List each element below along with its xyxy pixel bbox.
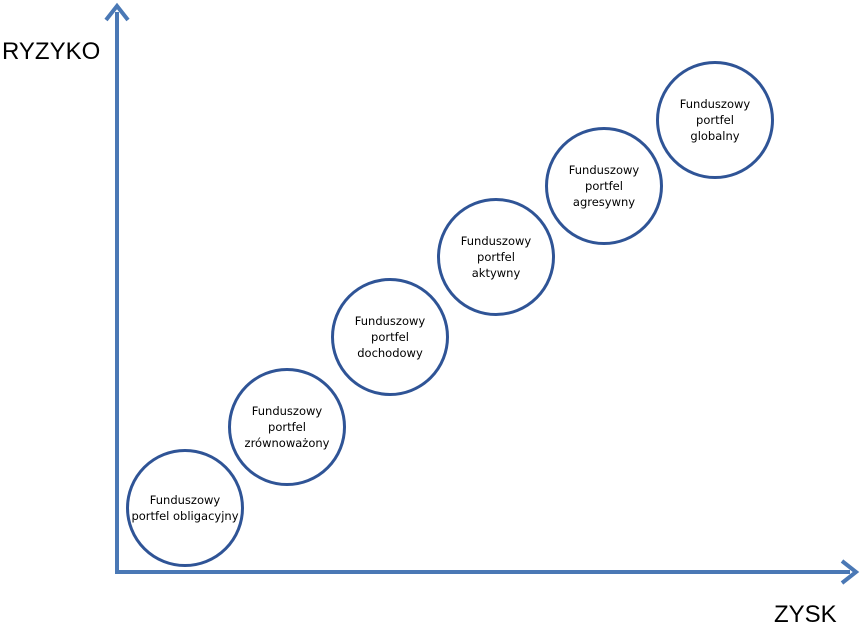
portfolio-node-label-line: Funduszowy — [149, 493, 221, 507]
portfolio-node-label-line: portfel — [696, 113, 734, 127]
portfolio-node-label-line: Funduszowy — [460, 234, 532, 248]
portfolio-node-2: Funduszowy portfel zrównoważony — [228, 368, 346, 486]
portfolio-node-label-line: portfel — [268, 420, 306, 434]
portfolio-node-4: Funduszowy portfel aktywny — [437, 198, 555, 316]
portfolio-node-label: Funduszowy portfel globalny — [680, 96, 750, 144]
portfolio-node-label-line: zrównoważony — [244, 436, 330, 450]
x-axis-arrowhead — [840, 559, 860, 585]
portfolio-node-6: Funduszowy portfel globalny — [656, 61, 774, 179]
portfolio-node-label-line: globalny — [690, 129, 740, 143]
portfolio-node-label-line: agresywny — [572, 195, 636, 209]
portfolio-node-label-line: Funduszowy — [568, 163, 640, 177]
portfolio-node-label-line: portfel — [371, 330, 409, 344]
portfolio-node-label: Funduszowy portfel aktywny — [461, 233, 531, 281]
y-axis-label: RYZYKO — [2, 38, 101, 65]
portfolio-node-label-line: Funduszowy — [354, 314, 426, 328]
portfolio-node-5: Funduszowy portfel agresywny — [545, 127, 663, 245]
portfolio-node-label: Funduszowy portfel obligacyjny — [131, 492, 238, 524]
y-axis — [104, 2, 130, 572]
portfolio-node-1: Funduszowy portfel obligacyjny — [126, 449, 244, 567]
y-axis-arrowhead — [104, 2, 130, 22]
portfolio-node-label-line: aktywny — [471, 266, 521, 280]
portfolio-node-label-line: portfel obligacyjny — [131, 509, 239, 523]
x-axis-label: ZYSK — [774, 601, 837, 628]
portfolio-node-3: Funduszowy portfel dochodowy — [331, 278, 449, 396]
portfolio-node-label-line: Funduszowy — [251, 404, 323, 418]
portfolio-node-label-line: Funduszowy — [679, 97, 751, 111]
portfolio-node-label: Funduszowy portfel dochodowy — [355, 313, 425, 361]
portfolio-node-label-line: dochodowy — [357, 346, 423, 360]
portfolio-node-label-line: portfel — [585, 179, 623, 193]
portfolio-node-label: Funduszowy portfel zrównoważony — [245, 403, 330, 451]
portfolio-node-label: Funduszowy portfel agresywny — [569, 162, 639, 210]
portfolio-node-label-line: portfel — [477, 250, 515, 264]
x-axis — [115, 559, 860, 585]
